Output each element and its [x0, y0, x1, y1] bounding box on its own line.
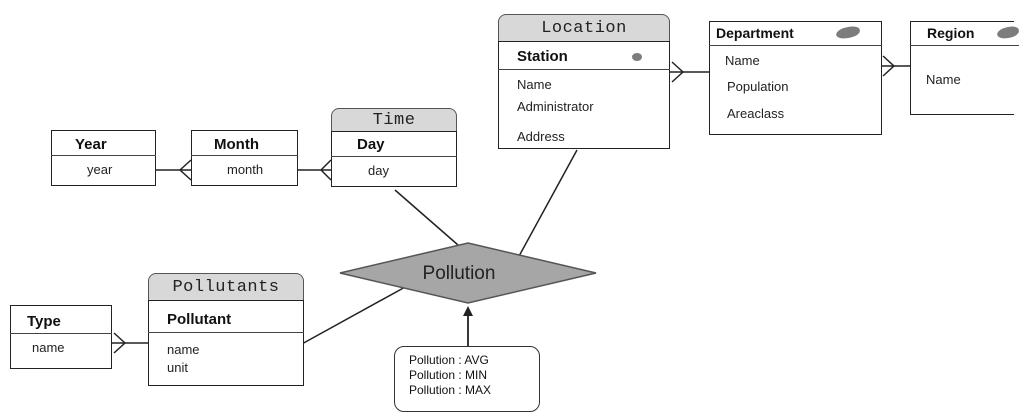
type-attribute: name — [32, 340, 65, 355]
station-attribute: Address — [517, 129, 565, 144]
type-separator — [10, 333, 112, 334]
fact-name: Pollution — [422, 263, 496, 284]
department-attribute: Name — [725, 53, 760, 68]
region-separator — [910, 45, 1019, 46]
fact-pollutants-link — [299, 285, 408, 346]
month-level-box — [191, 130, 298, 186]
month-attribute: month — [227, 162, 264, 177]
station-separator — [498, 69, 670, 70]
measure-item: Pollution : MAX — [409, 383, 492, 397]
pollution-fact-diamond — [339, 242, 597, 304]
department-title: Department — [716, 25, 794, 41]
region-attribute: Name — [926, 72, 961, 87]
type-pollutant-crowfoot — [113, 332, 126, 354]
measure-item: Pollution : MIN — [409, 368, 488, 382]
measure-item: Pollution : AVG — [409, 353, 489, 367]
month-title: Month — [214, 136, 259, 153]
pollutant-level-box — [148, 300, 304, 386]
day-title: Day — [357, 136, 385, 153]
day-attribute: day — [368, 163, 389, 178]
pollutants-dimension-tab: Pollutants — [148, 273, 304, 301]
year-title: Year — [75, 136, 107, 153]
region-level-box — [910, 21, 1014, 115]
location-dimension-tab: Location — [498, 14, 670, 42]
measures-arrowhead — [463, 306, 473, 316]
department-region-crowfoot — [882, 55, 895, 77]
fact-location-link — [517, 149, 578, 259]
type-level-box — [10, 305, 112, 369]
measures-box: Pollution : AVG Pollution : MIN Pollutio… — [394, 346, 540, 412]
day-level-box — [331, 131, 457, 187]
pollutant-title: Pollutant — [167, 311, 232, 328]
month-separator — [191, 155, 298, 156]
fact-time-link — [394, 189, 459, 246]
station-attribute: Administrator — [517, 99, 594, 114]
type-title: Type — [27, 313, 61, 330]
year-separator — [51, 155, 156, 156]
pollutant-separator — [148, 332, 304, 333]
station-department-crowfoot — [671, 61, 684, 83]
year-level-box — [51, 130, 156, 186]
time-dimension-tab: Time — [331, 108, 457, 132]
department-attribute: Population — [727, 79, 789, 94]
station-title: Station — [517, 48, 568, 65]
year-month-crowfoot — [179, 159, 192, 181]
department-separator — [709, 45, 882, 46]
day-separator — [331, 156, 457, 157]
department-level-box — [709, 21, 882, 135]
month-day-crowfoot — [320, 159, 332, 181]
department-attribute: Areaclass — [727, 106, 785, 121]
year-attribute: year — [87, 162, 113, 177]
region-title: Region — [927, 25, 975, 41]
pollutant-attribute: name — [167, 342, 200, 357]
point-icon — [632, 53, 642, 61]
pollutant-attribute: unit — [167, 360, 188, 375]
station-attribute: Name — [517, 77, 552, 92]
